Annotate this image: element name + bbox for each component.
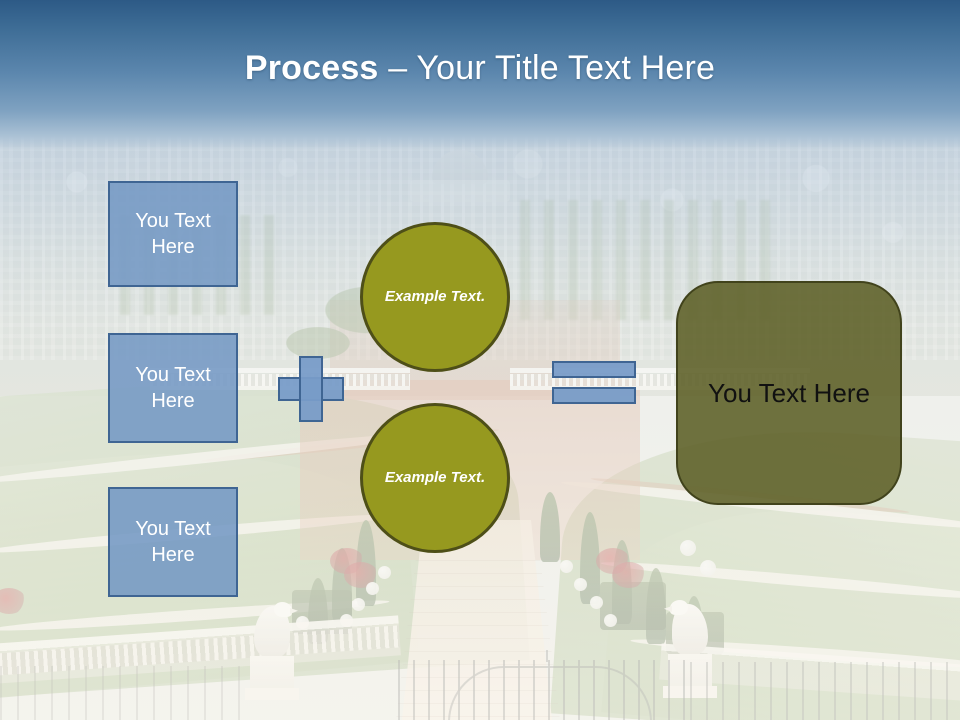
background-lamp-globe <box>680 540 696 556</box>
background-eagle-statue <box>245 602 299 700</box>
background-lamp-globe <box>352 598 365 611</box>
input-box-1-label: You Text Here <box>135 210 211 258</box>
background-flowerbed <box>612 562 646 588</box>
background-lamp-globe <box>366 582 379 595</box>
background-lamp-globe <box>590 596 603 609</box>
equals-icon <box>552 361 636 404</box>
process-circle-2[interactable]: Example Text. <box>360 403 510 553</box>
background-iron-railing-left <box>0 666 250 720</box>
plus-icon <box>278 356 344 422</box>
page-title-bold: Process <box>244 49 379 87</box>
page-title: Process – Your Title Text Here <box>0 48 960 88</box>
plus-center-fill <box>301 379 321 399</box>
process-circle-1-label: Example Text. <box>384 288 486 305</box>
eagle-head <box>274 602 292 617</box>
background-lamp-globe <box>604 614 617 627</box>
background-lamp-globe <box>378 566 391 579</box>
equals-top-bar <box>552 361 636 378</box>
gate-finial <box>546 650 548 662</box>
eagle-pedestal <box>245 656 299 700</box>
result-box[interactable]: You Text Here <box>676 281 902 505</box>
page-title-rest: Your Title Text Here <box>416 49 716 87</box>
input-box-1[interactable]: You Text Here <box>108 181 238 287</box>
background-lamp-globe <box>560 560 573 573</box>
gate-arch <box>448 666 652 720</box>
title-band <box>0 0 960 150</box>
input-box-2[interactable]: You Text Here <box>108 333 238 443</box>
background-iron-gate <box>398 650 698 720</box>
page-title-separator: – <box>378 49 417 87</box>
equals-bottom-bar <box>552 387 636 404</box>
input-box-2-label: You Text Here <box>135 364 211 412</box>
input-box-3-label: You Text Here <box>135 518 211 566</box>
eagle-beak <box>664 606 672 612</box>
eagle-head <box>670 600 688 615</box>
background-lamp-globe <box>574 578 587 591</box>
process-circle-1[interactable]: Example Text. <box>360 222 510 372</box>
background-iron-railing-right <box>690 662 960 720</box>
input-box-3[interactable]: You Text Here <box>108 487 238 597</box>
process-circle-2-label: Example Text. <box>384 469 486 486</box>
background-lamp-globe <box>700 560 716 576</box>
result-box-label: You Text Here <box>708 377 870 408</box>
